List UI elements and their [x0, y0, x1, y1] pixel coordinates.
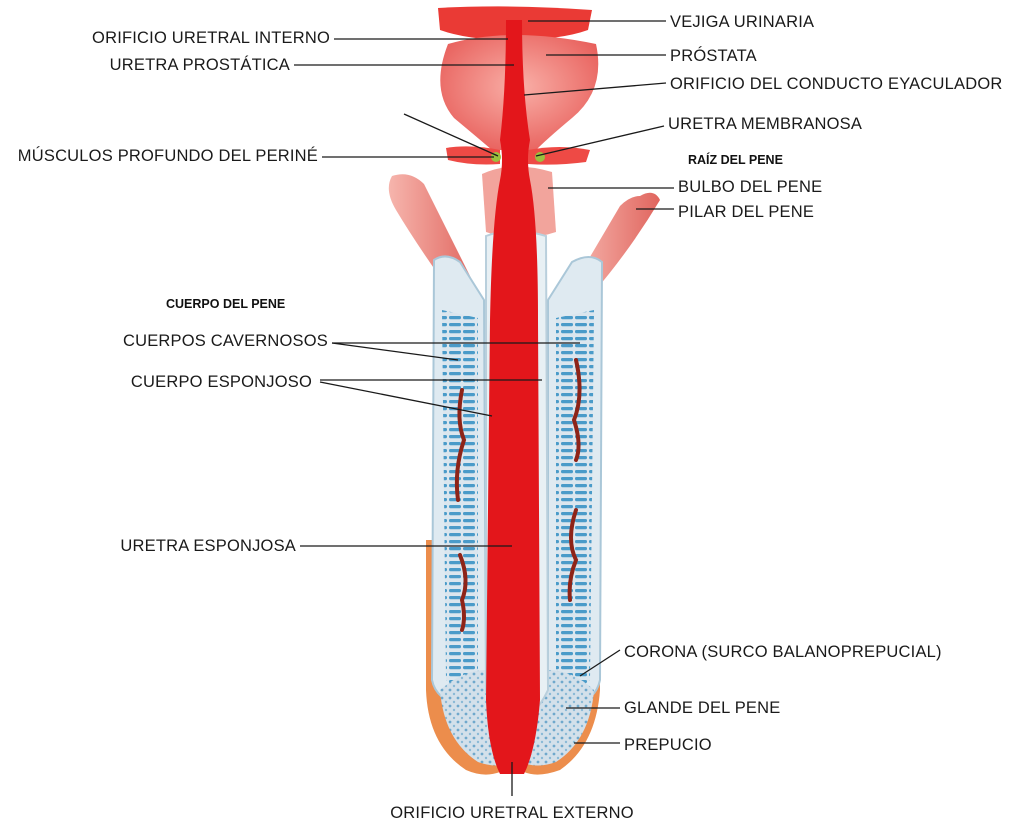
leader-uretra-membranosa: [535, 125, 665, 157]
deep-artery-left-upper: [454, 388, 467, 502]
anatomy-illustration: [388, 6, 660, 775]
label-prostata: PRÓSTATA: [670, 46, 757, 65]
corpus-cavernosum-left-tissue: [442, 310, 478, 689]
urethra-shape: [486, 20, 540, 774]
deep-artery-right-lower: [567, 508, 579, 602]
bulbourethral-gland-right: [535, 152, 545, 162]
label-bulbo: BULBO DEL PENE: [678, 178, 822, 196]
heading-root: RAÍZ DEL PENE: [688, 152, 783, 167]
deep-artery-left-lower: [458, 553, 468, 632]
label-corona: CORONA (SURCO BALANOPREPUCIAL): [624, 643, 942, 661]
leader-cavernosos-left: [331, 342, 459, 361]
label-orificio-externo: ORIFICIO URETRAL EXTERNO: [390, 804, 633, 822]
label-uretra-esponjosa: URETRA ESPONJOSA: [120, 537, 296, 555]
deep-artery-right-upper: [571, 358, 582, 462]
label-uretra-prostatica: URETRA PROSTÁTICA: [110, 55, 290, 74]
label-prepucio: PREPUCIO: [624, 736, 712, 754]
leader-lines: [294, 20, 674, 796]
label-musculos-perine: MÚSCULOS PROFUNDO DEL PERINÉ: [18, 146, 318, 165]
heading-body: CUERPO DEL PENE: [166, 297, 285, 311]
label-cavernosos: CUERPOS CAVERNOSOS: [123, 332, 328, 350]
leader-corona: [579, 649, 621, 677]
leader-conducto-eyaculador: [523, 82, 667, 96]
label-uretra-membranosa: URETRA MEMBRANOSA: [668, 115, 862, 133]
label-glande: GLANDE DEL PENE: [624, 699, 780, 717]
label-orificio-interno: ORIFICIO URETRAL INTERNO: [92, 29, 330, 47]
corpus-cavernosum-right-tissue: [556, 310, 594, 689]
label-conducto-eyaculador: ORIFICIO DEL CONDUCTO EYACULADOR: [670, 75, 1002, 93]
label-pilar: PILAR DEL PENE: [678, 203, 814, 221]
label-esponjoso: CUERPO ESPONJOSO: [131, 373, 312, 391]
leader-membranosa-from-left: [403, 113, 499, 157]
label-vejiga: VEJIGA URINARIA: [670, 13, 814, 31]
leader-esponjoso-lower: [319, 381, 493, 417]
